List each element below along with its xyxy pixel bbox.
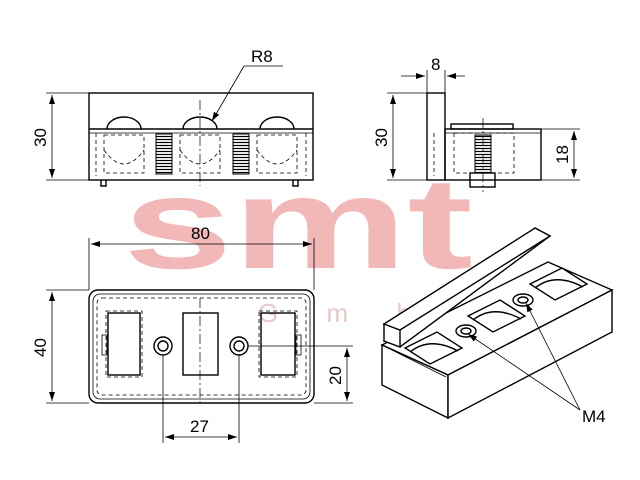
thread-label: M4 (582, 407, 606, 426)
top-width-label: 40 (31, 338, 50, 357)
top-length-dimension: 80 (88, 224, 315, 290)
side-lower-height-dimension: 18 (541, 128, 580, 181)
hole-offset-dimension: 20 (248, 345, 353, 404)
iso-roller-2 (466, 299, 527, 333)
side-lower-height-label: 18 (553, 145, 572, 164)
radius-callout: R8 (211, 47, 283, 122)
isometric-view (380, 227, 614, 420)
side-height-dimension: 30 (372, 92, 427, 181)
side-width-dimension: 8 (401, 55, 465, 93)
front-height-label: 30 (31, 128, 50, 147)
front-height-dimension: 30 (31, 92, 89, 181)
hole-spacing-label: 27 (190, 417, 209, 436)
side-width-label: 8 (431, 55, 440, 74)
thread-callout: M4 (467, 302, 606, 426)
top-width-dimension: 40 (31, 289, 89, 404)
top-length-label: 80 (191, 224, 210, 243)
side-view (426, 92, 542, 192)
side-height-label: 30 (372, 128, 391, 147)
watermark-logo: smt (123, 150, 473, 296)
hole-offset-label: 20 (326, 366, 345, 385)
iso-roller-3 (528, 267, 589, 301)
hole-spacing-dimension: 27 (162, 355, 240, 443)
radius-label: R8 (251, 47, 273, 66)
iso-roller-1 (403, 331, 464, 365)
top-view (88, 289, 315, 404)
front-view (88, 92, 314, 187)
